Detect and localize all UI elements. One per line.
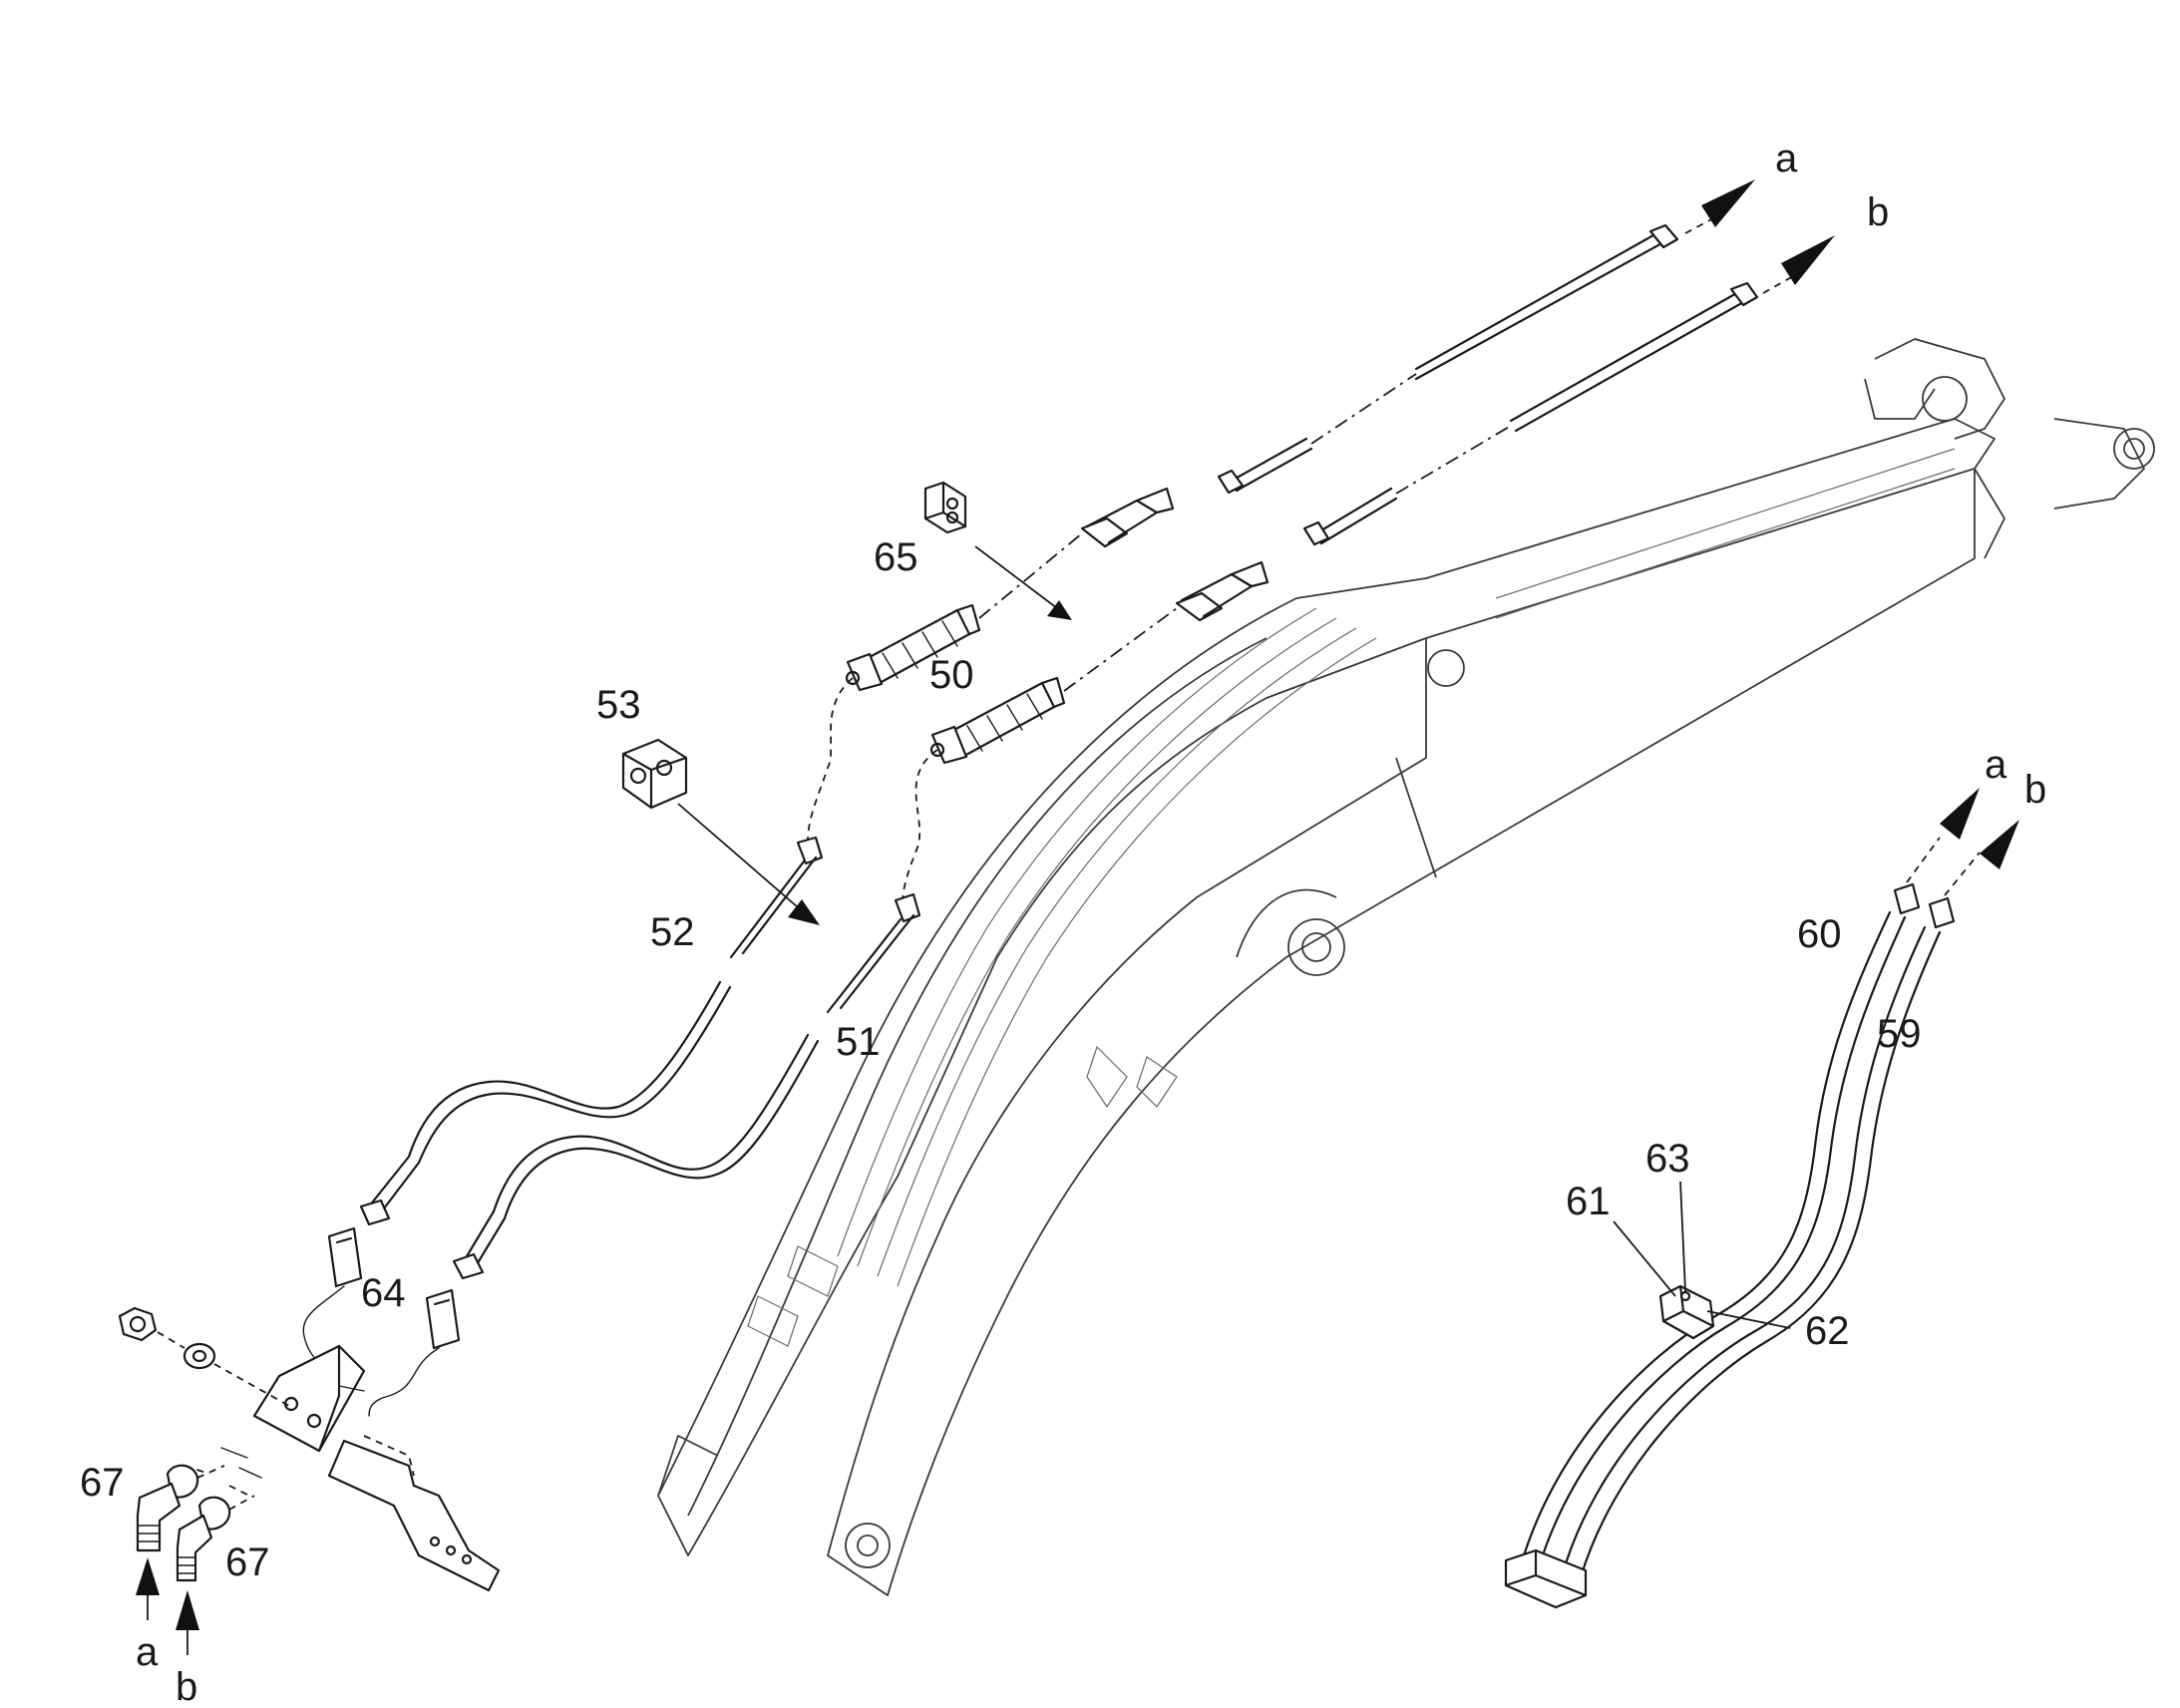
clamp-65 xyxy=(923,481,1072,620)
callout-61: 61 xyxy=(1566,1180,1611,1223)
hose-50-lower xyxy=(929,560,1270,765)
callout-51: 51 xyxy=(836,1020,881,1064)
hose-59 xyxy=(1561,896,1956,1579)
pin xyxy=(220,1447,262,1479)
callout-52: 52 xyxy=(650,910,695,954)
label-a-right: a xyxy=(1985,743,2007,787)
adapter-64-right xyxy=(425,1288,461,1350)
callout-67-right: 67 xyxy=(225,1540,270,1584)
arrow-b-top xyxy=(1762,235,1835,294)
tube-51 xyxy=(452,892,921,1280)
washer xyxy=(182,1342,216,1370)
hose-end-block xyxy=(1504,1548,1588,1609)
arrow-a-bottom xyxy=(136,1557,160,1620)
elbow-fitting-67-left xyxy=(136,1464,225,1552)
pin-axis-right xyxy=(228,1485,250,1497)
hose-50-upper xyxy=(845,487,1175,692)
callout-65: 65 xyxy=(874,535,918,579)
label-b-top: b xyxy=(1867,190,1889,234)
arrow-a-top xyxy=(1684,179,1755,234)
dashed-path-upper xyxy=(807,677,854,844)
clamp-53 xyxy=(621,738,820,925)
leader-63 xyxy=(1679,1181,1686,1292)
label-b-bottom: b xyxy=(176,1665,197,1708)
callout-63: 63 xyxy=(1645,1137,1690,1181)
hose-60 xyxy=(1519,882,1921,1569)
tube-assembly-upper xyxy=(1217,223,1759,546)
bracket-plate xyxy=(327,1435,501,1592)
bolt-axis xyxy=(157,1331,290,1407)
tube-52 xyxy=(359,836,824,1226)
callout-62: 62 xyxy=(1805,1309,1850,1353)
clamp-61-62-63 xyxy=(1658,1284,1715,1340)
nut xyxy=(118,1306,158,1342)
callout-53: 53 xyxy=(596,683,641,727)
arrow-b-bottom xyxy=(176,1590,199,1655)
arrow-b-right xyxy=(1944,820,2019,896)
elbow-fitting-67-right xyxy=(176,1495,255,1582)
callout-60: 60 xyxy=(1797,912,1842,956)
adapter-64-left xyxy=(327,1226,363,1288)
leader-64-right xyxy=(368,1347,440,1417)
label-a-top: a xyxy=(1775,137,1798,180)
dashed-path-lower xyxy=(902,749,938,903)
callout-64: 64 xyxy=(361,1271,406,1315)
label-a-bottom: a xyxy=(136,1630,159,1674)
mounting-bracket xyxy=(252,1344,366,1453)
label-b-right: b xyxy=(2024,768,2046,812)
callout-50: 50 xyxy=(929,653,974,697)
excavator-boom xyxy=(657,338,2155,1596)
leader-62 xyxy=(1706,1310,1791,1329)
callout-59: 59 xyxy=(1877,1012,1922,1056)
arrow-a-right xyxy=(1906,788,1980,883)
callout-67-left: 67 xyxy=(80,1461,125,1505)
leader-61 xyxy=(1613,1220,1676,1297)
